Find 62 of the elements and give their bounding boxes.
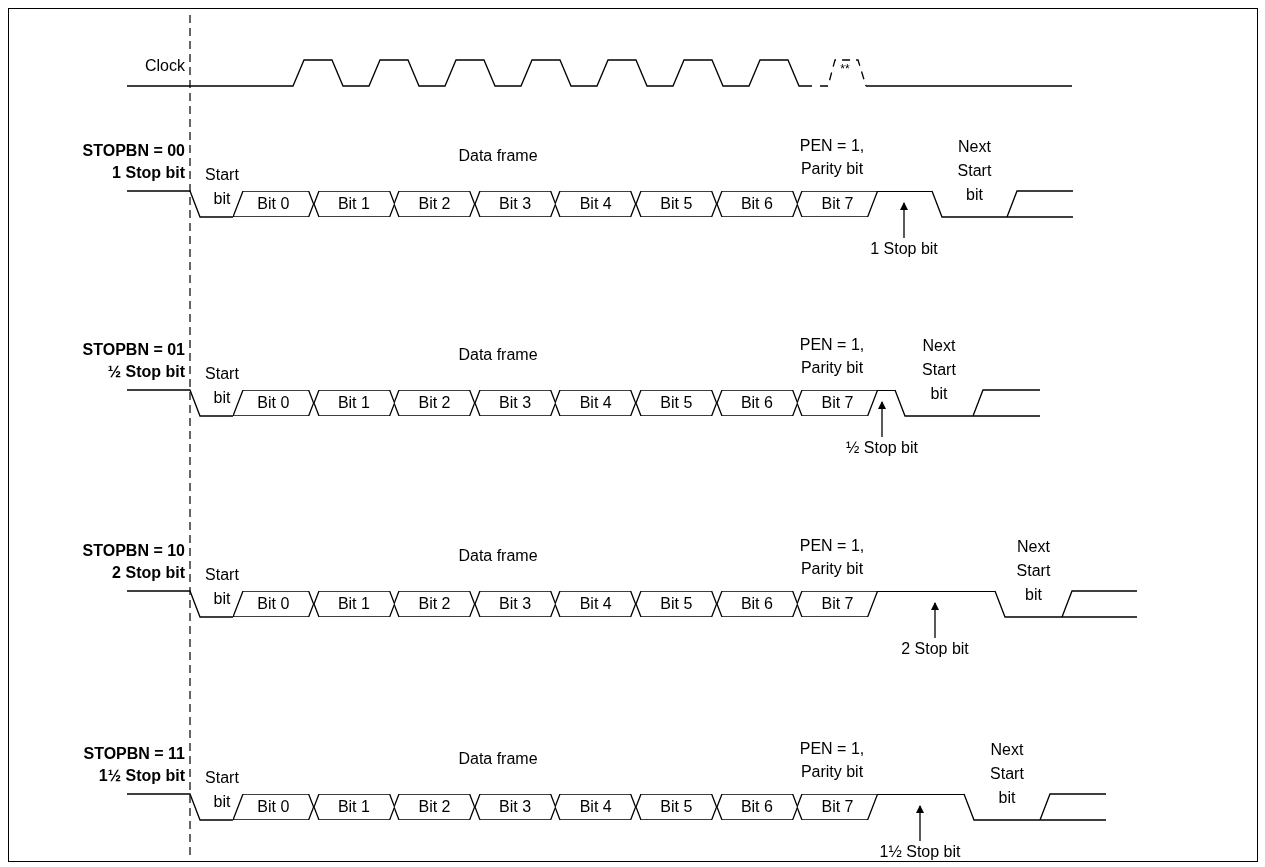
- bit-cell: Bit 6: [716, 794, 798, 820]
- bit-cell: Bit 7: [797, 794, 878, 820]
- mode-label: STOPBN = 11: [82, 744, 185, 764]
- bit-cell: Bit 0: [233, 390, 314, 416]
- bit-cell: Bit 0: [233, 191, 314, 217]
- parity-label: PEN = 1, Parity bit: [798, 136, 866, 179]
- bit-cell: Bit 4: [555, 591, 636, 617]
- bit-cell: Bit 7: [797, 591, 878, 617]
- stop-bit-label: 2 Stop bit: [875, 638, 995, 656]
- leader-arrow: [900, 202, 908, 239]
- leader-arrow: [916, 805, 924, 842]
- bit-cell: Bit 2: [394, 794, 475, 820]
- bit-cell: Bit 1: [313, 591, 395, 617]
- bit-cell: Bit 1: [313, 191, 395, 217]
- bit-cell: Bit 6: [716, 390, 798, 416]
- frame-label: Data frame: [457, 749, 539, 769]
- parity-label: PEN = 1, Parity bit: [798, 739, 866, 782]
- bit-cell: Bit 4: [555, 794, 636, 820]
- mode-label: STOPBN = 00: [81, 141, 185, 161]
- signal-name: Clock: [144, 56, 185, 76]
- mode-label: STOPBN = 01: [81, 340, 185, 360]
- bit-cell: Bit 5: [636, 191, 717, 217]
- bit-cell: Bit 4: [555, 191, 636, 217]
- stop-bit-label: 1½ Stop bit: [860, 841, 980, 859]
- bit-cell: Bit 5: [636, 794, 717, 820]
- footnote-mark: **: [839, 62, 851, 76]
- bit-cell: Bit 3: [474, 794, 556, 820]
- bit-cell: Bit 5: [636, 390, 717, 416]
- parity-label: PEN = 1, Parity bit: [798, 335, 866, 378]
- bit-cell: Bit 2: [394, 591, 475, 617]
- mode-label: ½ Stop bit: [106, 362, 185, 382]
- bit-cell: Bit 0: [233, 794, 314, 820]
- frame-label: Data frame: [457, 146, 539, 166]
- frame-label: Data frame: [457, 546, 539, 566]
- bit-cell: Bit 1: [313, 794, 395, 820]
- next-start-bit-label: Next Start bit: [989, 740, 1025, 808]
- bit-cell: Bit 2: [394, 390, 475, 416]
- bit-cell: Bit 5: [636, 591, 717, 617]
- bit-cell: Bit 6: [716, 591, 798, 617]
- bit-cell: Bit 7: [797, 390, 878, 416]
- leader-arrow: [931, 602, 939, 639]
- next-start-bit-label: Next Start bit: [1015, 537, 1052, 605]
- bit-cell: Bit 3: [474, 191, 556, 217]
- stop-bit-label: ½ Stop bit: [822, 437, 942, 455]
- bit-cell: Bit 3: [474, 390, 556, 416]
- parity-label: PEN = 1, Parity bit: [798, 536, 866, 579]
- bit-cell: Bit 1: [313, 390, 395, 416]
- bit-cell: Bit 6: [716, 191, 798, 217]
- stop-bit-label: 1 Stop bit: [844, 238, 964, 256]
- bit-cell: Bit 2: [394, 191, 475, 217]
- mode-label: 2 Stop bit: [111, 563, 185, 583]
- bit-cell: Bit 7: [797, 191, 878, 217]
- mode-label: STOPBN = 10: [81, 541, 185, 561]
- next-start-bit-label: Next Start bit: [956, 137, 993, 205]
- frame-label: Data frame: [457, 345, 539, 365]
- bit-cell: Bit 0: [233, 591, 314, 617]
- bit-cell: Bit 4: [555, 390, 636, 416]
- mode-label: 1 Stop bit: [111, 163, 185, 183]
- leader-arrow: [878, 401, 886, 438]
- next-start-bit-label: Next Start bit: [921, 336, 957, 404]
- mode-label: 1½ Stop bit: [97, 766, 185, 786]
- bit-cell: Bit 3: [474, 591, 556, 617]
